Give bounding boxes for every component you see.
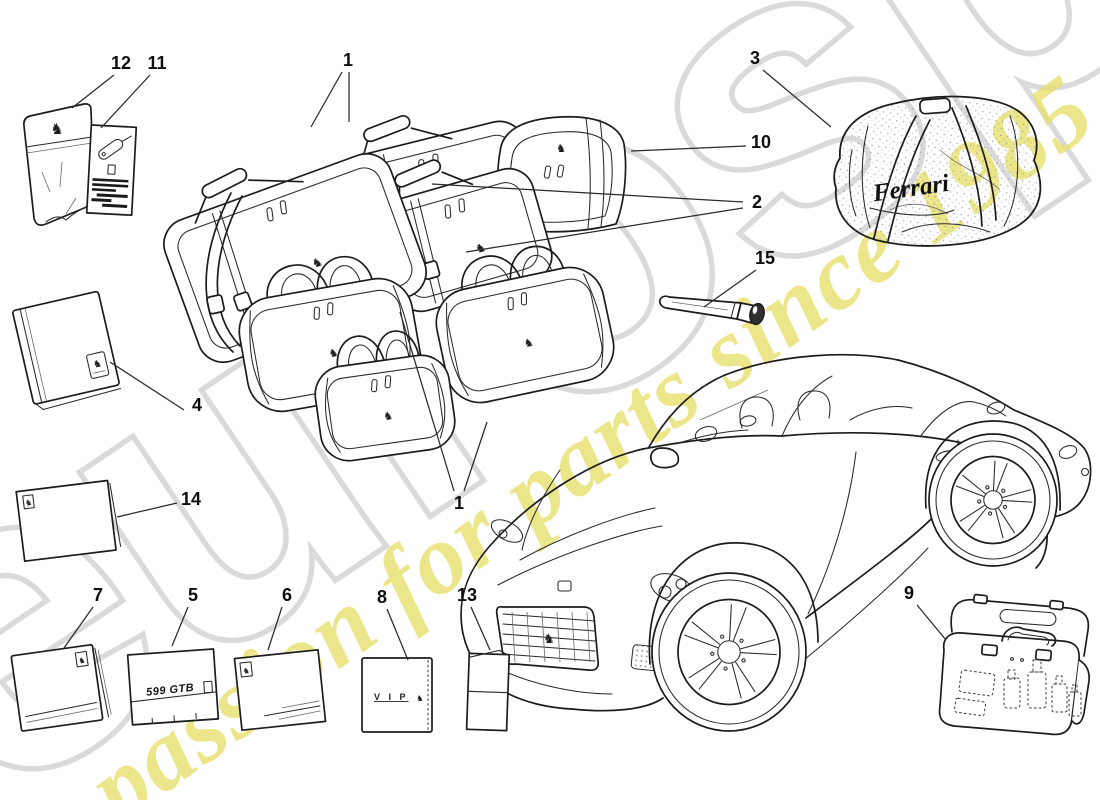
callout-8[interactable]: 8 bbox=[376, 587, 388, 607]
prancing-horse-icon: ♞ bbox=[78, 656, 86, 666]
prancing-horse-icon: ♞ bbox=[327, 346, 339, 361]
car-cover-bag-drawing: Ferrari bbox=[833, 95, 1042, 247]
manual-model-text: 599 GTB bbox=[146, 682, 195, 699]
leader-line bbox=[109, 361, 185, 411]
leader-line bbox=[71, 74, 115, 109]
prancing-horse-icon: ♞ bbox=[474, 240, 488, 256]
leader-line bbox=[171, 606, 189, 647]
callout-7[interactable]: 7 bbox=[92, 585, 104, 605]
prancing-horse-icon: ♞ bbox=[25, 498, 33, 508]
vip-booklet-drawing: V I P ♞ bbox=[361, 657, 433, 733]
callout-1[interactable]: 1 bbox=[453, 493, 465, 513]
leader-line bbox=[762, 69, 832, 128]
warranty-card-drawing: ♞ bbox=[233, 648, 327, 732]
leader-line bbox=[431, 183, 744, 203]
luggage-set-drawing: ♞ ♞ ♞ ♞ ♞ ♞ bbox=[163, 114, 627, 462]
prancing-horse-icon: ♞ bbox=[416, 694, 423, 703]
leader-line bbox=[116, 502, 178, 518]
manual-599gtb-drawing: 599 GTB bbox=[126, 648, 220, 726]
duffel-bag-drawing: ♞ bbox=[435, 245, 615, 404]
tool-kit-drawing bbox=[938, 593, 1090, 736]
flashlight-drawing bbox=[658, 295, 765, 326]
leader-line bbox=[386, 608, 409, 661]
leader-line bbox=[470, 606, 491, 651]
service-card-drawing: ♞ bbox=[15, 479, 122, 563]
leader-line bbox=[100, 74, 151, 129]
leader-line bbox=[465, 207, 744, 253]
callout-3[interactable]: 3 bbox=[749, 48, 761, 68]
car-drawing: ♞ bbox=[460, 353, 1092, 732]
duffel-bag-drawing: ♞ bbox=[314, 330, 456, 462]
leaflet-drawing bbox=[465, 649, 511, 732]
leader-line bbox=[399, 311, 455, 492]
leader-line bbox=[916, 604, 947, 641]
callout-12[interactable]: 12 bbox=[110, 53, 132, 73]
leader-line bbox=[267, 606, 283, 651]
prancing-horse-icon: ♞ bbox=[310, 254, 325, 271]
callout-9[interactable]: 9 bbox=[903, 583, 915, 603]
key-card-drawing bbox=[85, 124, 138, 217]
prancing-horse-icon: ♞ bbox=[556, 142, 566, 155]
callout-11[interactable]: 11 bbox=[147, 53, 167, 73]
callout-15[interactable]: 15 bbox=[754, 248, 776, 268]
leader-line bbox=[310, 71, 343, 128]
prancing-horse-icon: ♞ bbox=[50, 120, 63, 138]
callout-5[interactable]: 5 bbox=[187, 585, 199, 605]
prancing-horse-icon: ♞ bbox=[543, 632, 555, 647]
leader-lines bbox=[63, 69, 947, 661]
document-pouch-drawing: ♞ bbox=[23, 103, 95, 226]
callout-2[interactable]: 2 bbox=[751, 192, 763, 212]
callout-14[interactable]: 14 bbox=[180, 489, 202, 509]
leader-line bbox=[630, 145, 747, 152]
shoulder-strap-drawing bbox=[205, 192, 243, 353]
owners-manual-drawing: ♞ bbox=[10, 643, 112, 732]
leader-line bbox=[463, 421, 488, 492]
callout-1[interactable]: 1 bbox=[342, 50, 354, 70]
leader-line bbox=[63, 606, 94, 649]
callout-4[interactable]: 4 bbox=[191, 395, 203, 415]
callout-10[interactable]: 10 bbox=[750, 132, 772, 152]
prancing-horse-icon: ♞ bbox=[242, 666, 250, 676]
prancing-horse-icon: ♞ bbox=[382, 409, 394, 423]
prancing-horse-icon: ♞ bbox=[523, 336, 535, 351]
leader-line bbox=[703, 269, 757, 308]
vip-booklet-text: V I P bbox=[374, 692, 409, 702]
warranty-booklet-drawing: ♞ bbox=[12, 290, 122, 410]
prancing-horse-icon: ♞ bbox=[92, 358, 103, 371]
callout-13[interactable]: 13 bbox=[456, 585, 478, 605]
callout-6[interactable]: 6 bbox=[281, 585, 293, 605]
